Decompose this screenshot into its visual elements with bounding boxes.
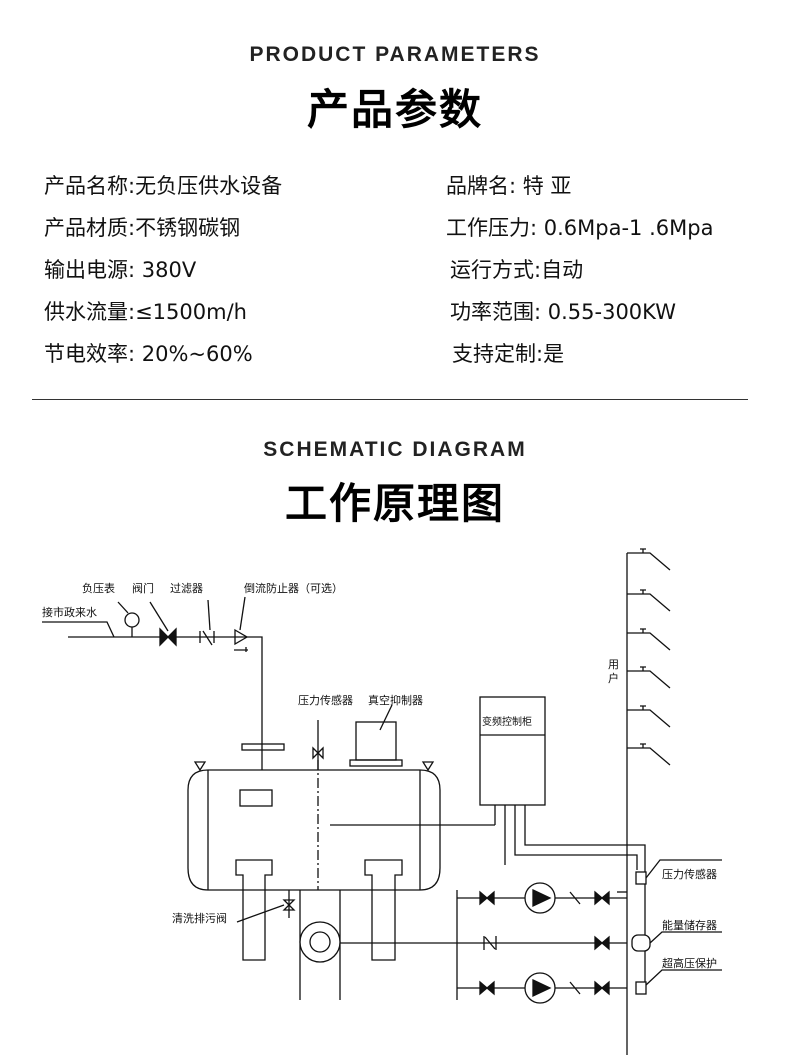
section-title-en: PRODUCT PARAMETERS	[249, 43, 541, 66]
vacuum-suppressor-icon	[349, 704, 403, 767]
tank	[187, 743, 495, 891]
backflow-label: 倒流防止器（可选）	[244, 581, 343, 595]
drain-valve-icon	[236, 890, 296, 923]
pump-icon	[524, 882, 556, 914]
drain-label: 清洗排污阀	[172, 911, 227, 925]
param-pressure: 工作压力: 0.6Mpa-1 .6Mpa	[446, 216, 714, 240]
accumulator-label: 能量储存器	[662, 918, 717, 932]
schematic-diagram: 负压表 阀门 过滤器 倒流防止器（可选） 接市政来水 压力传感器 真空抑制器 清…	[42, 548, 722, 1055]
outlet-pump	[299, 890, 341, 1000]
inlet-pipe	[42, 621, 263, 770]
param-product-name: 产品名称:无负压供水设备	[44, 174, 283, 198]
filter-label: 过滤器	[170, 582, 203, 595]
cabinet-label: 变频控制柜	[482, 715, 532, 728]
pump-manifold	[340, 890, 627, 1000]
param-power-supply: 输出电源: 380V	[44, 258, 197, 282]
divider	[32, 399, 748, 400]
user-label-1: 用	[608, 658, 619, 671]
vacuum-label: 真空抑制器	[368, 693, 423, 707]
backflow-preventer-icon	[234, 596, 249, 652]
diagram-title-cn: 工作原理图	[284, 479, 505, 528]
pump-icon	[524, 972, 556, 1004]
pressure-sensor-valve-icon	[312, 720, 324, 770]
valve-icon	[149, 601, 177, 647]
gauge-icon	[117, 601, 140, 637]
valve-label: 阀门	[132, 581, 154, 595]
param-brand: 品牌名: 特 亚	[446, 174, 572, 198]
inlet-label: 接市政来水	[42, 605, 97, 619]
user-label-2: 户	[608, 671, 619, 685]
param-efficiency: 节电效率: 20%~60%	[44, 342, 253, 366]
param-operation: 运行方式:自动	[450, 258, 584, 282]
top-pressure-sensor-label: 压力传感器	[298, 694, 353, 707]
gauge-label: 负压表	[82, 581, 115, 595]
param-material: 产品材质:不锈钢碳钢	[44, 216, 241, 240]
section-title-cn: 产品参数	[306, 85, 483, 134]
param-power-range: 功率范围: 0.55-300KW	[450, 300, 676, 324]
pressure-sensor-icon	[635, 859, 722, 885]
diagram-title-en: SCHEMATIC DIAGRAM	[263, 438, 527, 461]
pressure-sensor-label: 压力传感器	[662, 868, 717, 881]
user-riser	[626, 548, 671, 1055]
param-custom: 支持定制:是	[452, 342, 565, 366]
tank-legs	[235, 859, 403, 961]
control-cabinet	[479, 696, 646, 985]
overpressure-label: 超高压保护	[662, 956, 717, 970]
param-flow: 供水流量:≤1500m/h	[44, 300, 247, 324]
filter-icon	[199, 599, 215, 646]
overpressure-icon	[635, 969, 722, 995]
accumulator-icon	[631, 931, 722, 952]
